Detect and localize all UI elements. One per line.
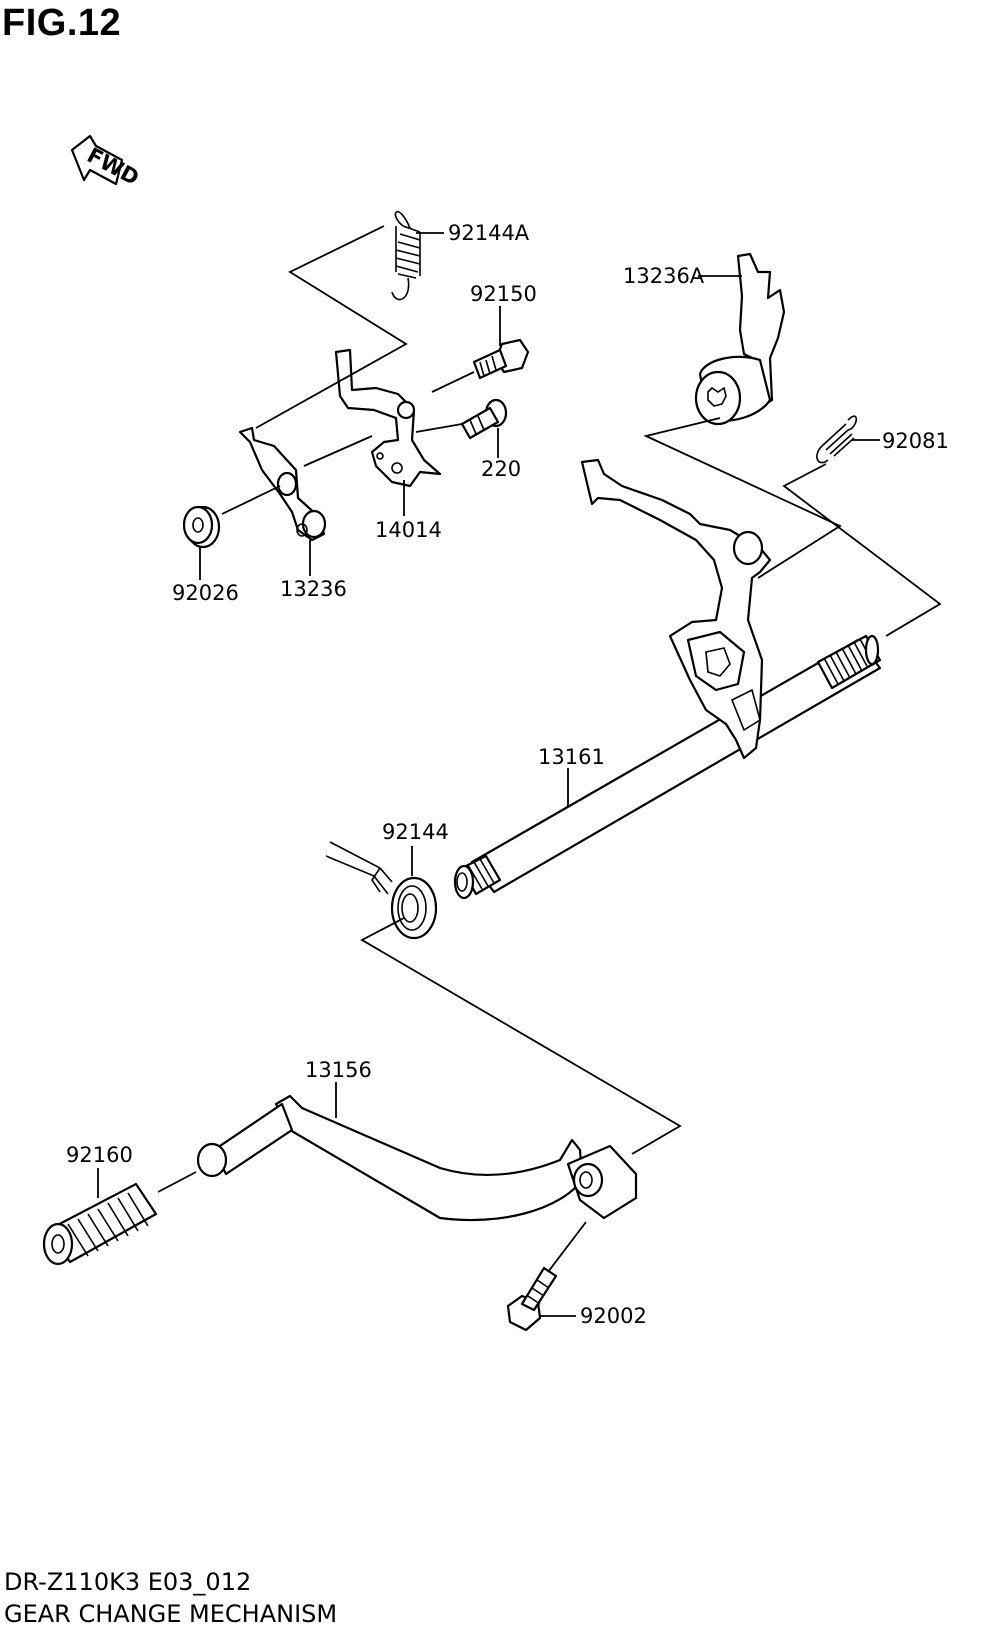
label-92150[interactable]: 92150 [470,282,537,306]
forward-direction-arrow-icon: FWD [70,134,143,190]
label-92081[interactable]: 92081 [882,429,949,453]
return-spring-92144[interactable] [325,841,438,940]
leader-lines [97,232,880,1317]
shift-shaft-13161[interactable] [453,458,882,900]
spring-92144a[interactable] [391,210,421,301]
section-name: GEAR CHANGE MECHANISM [4,1600,338,1628]
bolt-92150[interactable] [472,338,530,380]
label-92002[interactable]: 92002 [580,1304,647,1328]
shift-pedal-13156[interactable] [196,1094,638,1222]
plate-14014[interactable] [334,348,442,488]
label-14014[interactable]: 14014 [375,518,442,542]
spring-92081[interactable] [816,415,858,464]
label-92144a[interactable]: 92144A [448,221,530,245]
pedal-rubber-92160[interactable] [42,1182,158,1266]
model-code: DR-Z110K3 E03_012 [4,1568,252,1596]
assembly-lines [157,225,942,1273]
label-92026[interactable]: 92026 [172,581,239,605]
label-13236[interactable]: 13236 [280,577,347,601]
bolt-220[interactable] [460,398,508,440]
part-labels: 92144A 92150 13236A 92081 220 14014 9202… [66,221,949,1328]
diagram-footer: DR-Z110K3 E03_012 GEAR CHANGE MECHANISM [4,1566,337,1630]
label-13161[interactable]: 13161 [538,745,605,769]
label-13156[interactable]: 13156 [305,1058,372,1082]
washer-92026[interactable] [182,505,221,549]
label-92144[interactable]: 92144 [382,820,449,844]
arm-13236[interactable] [238,426,327,542]
label-13236a[interactable]: 13236A [623,264,705,288]
figure-title: FIG.12 [2,2,122,44]
label-220[interactable]: 220 [481,457,521,481]
label-92160[interactable]: 92160 [66,1143,133,1167]
bolt-92002[interactable] [506,1266,558,1332]
stopper-13236a[interactable] [694,252,786,426]
